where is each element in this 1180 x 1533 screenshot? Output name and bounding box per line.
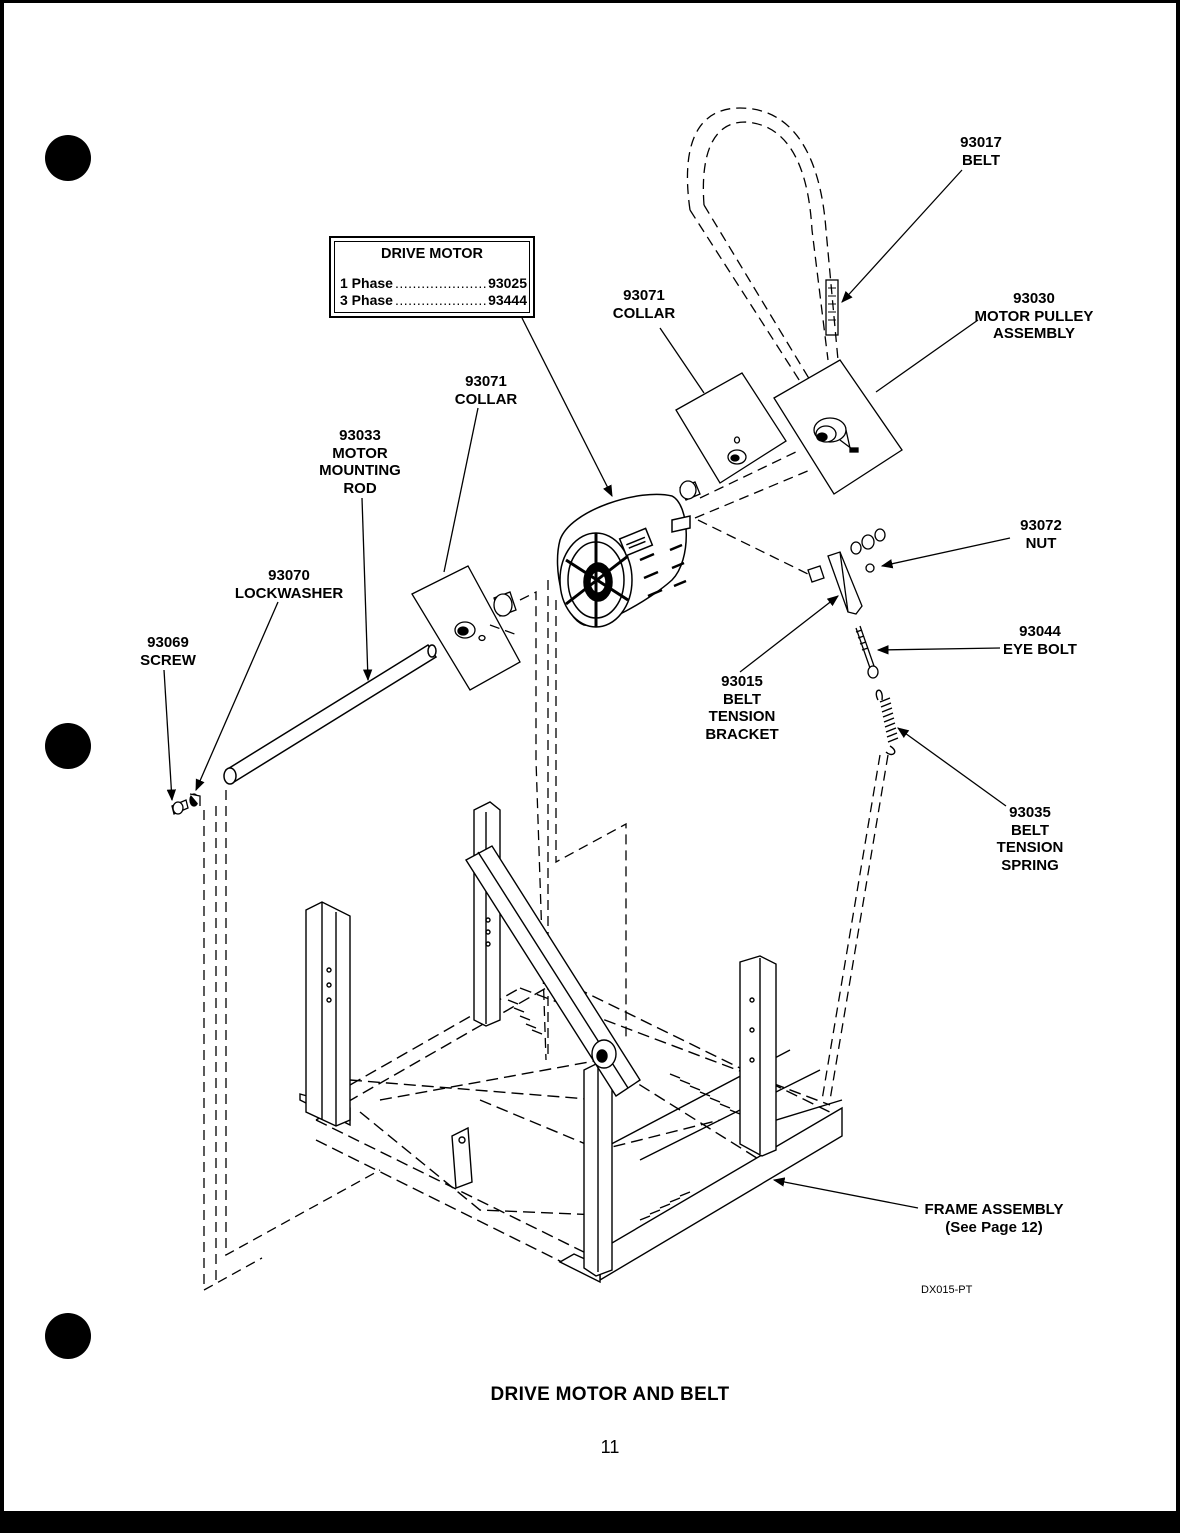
- part-number: 93072: [1020, 517, 1062, 534]
- part-name: COLLAR: [454, 390, 518, 408]
- leader-dots: ......................: [394, 275, 487, 291]
- drive-motor: [556, 493, 691, 628]
- drive-motor-box-inner-border: [334, 241, 530, 313]
- motor-mounting-rod: [223, 643, 438, 785]
- part-name: COLLAR: [612, 304, 676, 322]
- collar-lower-spacer: [493, 591, 517, 617]
- part-name-line-3: BRACKET: [705, 725, 779, 743]
- part-number: 93444: [488, 292, 527, 308]
- part-name-line-1: BELT: [722, 690, 762, 708]
- callout-eye-bolt: 93044 EYE BOLT: [1003, 623, 1077, 658]
- nut-group: [850, 528, 886, 573]
- drive-motor-row-3-phase: 3 Phase ...................... 93444: [340, 292, 527, 308]
- part-name: SCREW: [140, 651, 196, 669]
- scan-edge-right: [1176, 0, 1180, 1533]
- belt-loop: [686, 107, 839, 401]
- part-name: BELT: [961, 151, 1001, 169]
- part-number: 93030: [1013, 290, 1055, 307]
- callout-screw: 93069 SCREW: [140, 634, 196, 669]
- part-number: 93025: [488, 275, 527, 291]
- callout-collar-upper: 93071 COLLAR: [613, 287, 676, 322]
- callout-belt-tension-bracket: 93015 BELT TENSION BRACKET: [705, 673, 778, 743]
- part-number: 93035: [1009, 804, 1051, 821]
- page-number: 11: [600, 1437, 620, 1457]
- callout-motor-pulley-assembly: 93030 MOTOR PULLEY ASSEMBLY: [975, 290, 1094, 343]
- leader-dots: ......................: [394, 292, 487, 308]
- part-name: EYE BOLT: [1003, 640, 1077, 658]
- callout-motor-mounting-rod: 93033 MOTOR MOUNTING ROD: [319, 427, 401, 497]
- part-name-line-1: MOTOR: [332, 444, 388, 462]
- part-name-line-3: SPRING: [1001, 856, 1059, 874]
- eye-bolt: [855, 625, 879, 679]
- screw-and-lockwasher: [171, 793, 201, 815]
- callout-leaders: [163, 169, 1011, 1209]
- collar-upper: [727, 436, 747, 465]
- drive-motor-box-title: DRIVE MOTOR: [380, 246, 484, 262]
- part-name-line-2: TENSION: [708, 708, 776, 725]
- part-number: 93071: [465, 373, 507, 390]
- scan-edge-bottom: [0, 1511, 1180, 1533]
- drive-motor-row-1-phase: 1 Phase ...................... 93025: [340, 275, 527, 291]
- shaft-collar-small: [679, 480, 701, 501]
- part-number: 93033: [339, 427, 381, 444]
- belt-tension-spring: [875, 689, 899, 756]
- part-name-line-1: BELT: [1010, 821, 1050, 839]
- page-title: DRIVE MOTOR AND BELT: [490, 1384, 730, 1405]
- part-name-line-2: TENSION: [996, 839, 1064, 856]
- part-name-line-2: MOUNTING: [319, 462, 401, 479]
- binder-hole-top: [45, 135, 91, 181]
- part-number: 93044: [1019, 623, 1061, 640]
- part-number: 93070: [268, 567, 310, 584]
- frame-assembly: [299, 801, 843, 1284]
- part-name: FRAME ASSEMBLY: [924, 1201, 1064, 1218]
- part-number: 93017: [960, 134, 1002, 151]
- phase-label: 1 Phase: [340, 275, 393, 291]
- belt-tension-bracket: [807, 551, 863, 615]
- part-name: LOCKWASHER: [234, 584, 344, 602]
- part-name-line-1: MOTOR PULLEY: [974, 307, 1094, 325]
- part-number: 93069: [147, 634, 189, 651]
- assembly-guide-lines: [203, 580, 889, 1292]
- callout-belt: 93017 BELT: [960, 134, 1002, 169]
- part-name-line-3: ROD: [343, 479, 377, 497]
- callout-frame-assembly: FRAME ASSEMBLY (See Page 12): [925, 1201, 1064, 1236]
- drive-motor-part-box: DRIVE MOTOR 1 Phase ....................…: [329, 236, 535, 318]
- scan-edge-left: [0, 0, 4, 1533]
- callout-belt-tension-spring: 93035 BELT TENSION SPRING: [997, 804, 1064, 874]
- part-number: 93071: [623, 287, 665, 304]
- cross-reference: (See Page 12): [945, 1218, 1043, 1236]
- collar-lower: [454, 621, 486, 642]
- scan-edge-top: [0, 0, 1180, 3]
- callout-lockwasher: 93070 LOCKWASHER: [235, 567, 343, 602]
- part-number: 93015: [721, 673, 763, 690]
- motor-pulley: [813, 417, 859, 453]
- phase-label: 3 Phase: [340, 292, 393, 308]
- collar-card-upper: [675, 372, 787, 484]
- binder-hole-bottom: [45, 1313, 91, 1359]
- callout-collar-lower: 93071 COLLAR: [455, 373, 518, 408]
- part-name: NUT: [1025, 534, 1057, 552]
- drawing-code: DX015-PT: [921, 1284, 973, 1296]
- belt-section: [825, 279, 839, 336]
- binder-hole-middle: [45, 723, 91, 769]
- callout-nut: 93072 NUT: [1020, 517, 1062, 552]
- part-name-line-2: ASSEMBLY: [993, 325, 1075, 342]
